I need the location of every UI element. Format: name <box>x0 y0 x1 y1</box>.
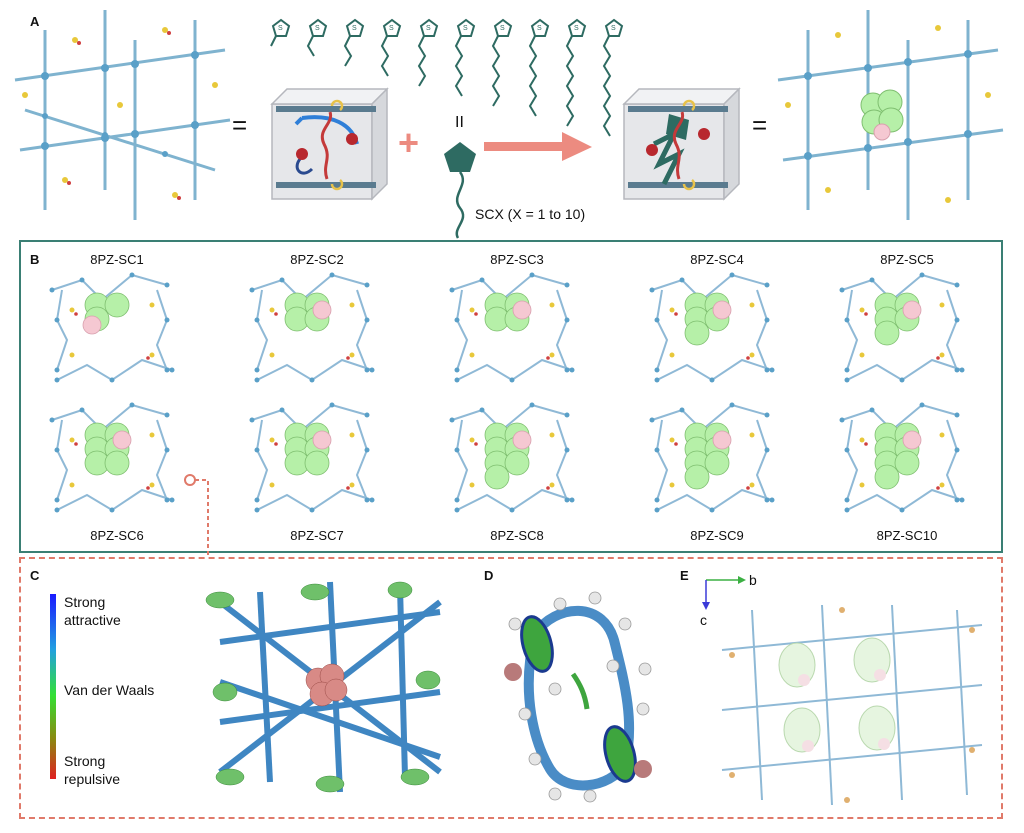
structure-label: 8PZ-SC7 <box>290 528 344 543</box>
structure-label: 8PZ-SC2 <box>290 252 344 267</box>
scale-label-attractive-1: Strong <box>64 594 106 610</box>
thiophene-ring <box>271 18 291 37</box>
thiophene-ring <box>530 18 550 37</box>
sulfur-atom: S <box>389 25 394 32</box>
alkyl-chain <box>528 35 538 117</box>
axis-c-label: c <box>700 612 707 628</box>
equals-right: = <box>752 110 768 140</box>
structure-label: 8PZ-SC4 <box>690 252 744 267</box>
color-scale-bar <box>50 594 56 779</box>
structure-label: 8PZ-SC6 <box>90 528 144 543</box>
scale-label-vdw: Van der Waals <box>64 682 155 698</box>
sulfur-atom: S <box>278 25 283 32</box>
panel-d-label: D <box>484 568 494 583</box>
panel-c-label: C <box>30 568 40 583</box>
host-guest-structure <box>249 402 375 513</box>
host-guest-structure <box>449 402 575 513</box>
host-guest-structure <box>649 272 775 383</box>
cube-schematic-right <box>622 87 741 201</box>
thiophene-ring <box>308 18 328 37</box>
structure-label: 8PZ-SC5 <box>880 252 934 267</box>
sulfur-atom: S <box>500 25 505 32</box>
host-guest-structure <box>649 402 775 513</box>
thiophene-ring <box>419 18 439 37</box>
framework-right-illustration <box>777 10 1004 220</box>
sulfur-atom: S <box>426 25 431 32</box>
alkyl-chain <box>306 35 315 57</box>
alkyl-chain <box>380 35 390 77</box>
thiophene-ring <box>567 18 587 37</box>
parallel-symbol: II <box>455 114 464 131</box>
scale-label-repulsive-2: repulsive <box>64 771 121 787</box>
packing-illustration <box>721 604 983 806</box>
sulfur-atom: S <box>611 25 616 32</box>
panel-a-label: A <box>30 14 40 29</box>
alkyl-chain <box>491 35 501 107</box>
alkyl-chain <box>565 35 575 127</box>
alkyl-chain <box>602 35 612 137</box>
alkyl-chain <box>270 35 277 47</box>
host-guest-structure <box>839 402 965 513</box>
sulfur-atom: S <box>463 25 468 32</box>
sulfur-atom: S <box>574 25 579 32</box>
sulfur-atom: S <box>315 25 320 32</box>
plus-sign: + <box>398 122 420 163</box>
structure-label: 8PZ-SC9 <box>690 528 744 543</box>
cube-schematic-left <box>270 87 389 201</box>
panel-b-label: B <box>30 252 40 267</box>
sulfur-atom: S <box>537 25 542 32</box>
sulfur-atom: S <box>352 25 357 32</box>
guest-pentagon-icon <box>444 142 476 239</box>
guest-label: SCX (X = 1 to 10) <box>475 206 586 222</box>
host-guest-structure <box>839 272 965 383</box>
alkyl-chain <box>454 35 464 97</box>
structure-label: 8PZ-SC8 <box>490 528 544 543</box>
host-guest-structure <box>49 402 175 513</box>
scale-label-repulsive-1: Strong <box>64 753 106 769</box>
nci-framework-illustration <box>205 581 442 793</box>
structure-label: 8PZ-SC10 <box>876 528 938 543</box>
panel-b-frame <box>19 240 1003 553</box>
thiophene-ring <box>493 18 513 37</box>
thiophene-ring <box>456 18 476 37</box>
structure-label: 8PZ-SC3 <box>490 252 544 267</box>
framework-left-illustration <box>14 10 231 220</box>
alkyl-chain <box>417 35 427 87</box>
scale-label-attractive-2: attractive <box>64 612 121 628</box>
thiophene-ring <box>345 18 365 37</box>
panel-cde-frame <box>19 557 1003 819</box>
host-guest-structure <box>249 272 375 383</box>
host-guest-structure <box>49 272 175 383</box>
thiophene-ring <box>604 18 624 37</box>
equals-left: = <box>232 110 248 140</box>
nci-macrocycle-illustration <box>504 591 652 803</box>
alkyl-chain <box>343 35 353 67</box>
thiophene-ring <box>382 18 402 37</box>
structure-label: 8PZ-SC1 <box>90 252 144 267</box>
axis-indicator <box>702 576 746 610</box>
axis-b-label: b <box>749 572 757 588</box>
dashed-connector <box>184 474 209 557</box>
host-guest-structure <box>449 272 575 383</box>
reaction-arrow-icon <box>484 132 592 161</box>
panel-e-label: E <box>680 568 689 583</box>
